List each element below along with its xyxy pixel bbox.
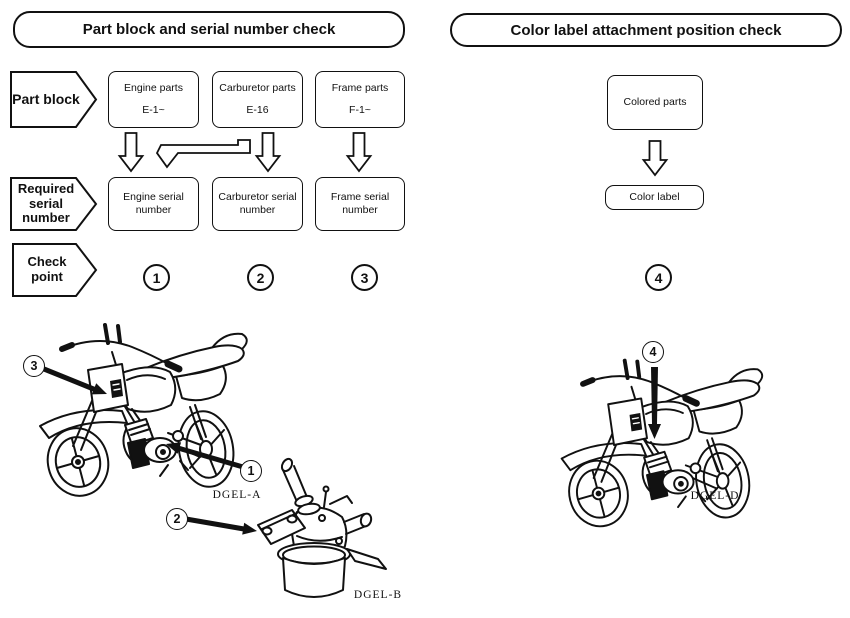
callout-circle-2: 2 bbox=[166, 508, 188, 530]
callout-arrow-1 bbox=[166, 442, 244, 470]
callout-arrow-4 bbox=[648, 367, 661, 439]
caption-bike-right: DGEL-D bbox=[690, 490, 740, 502]
box-carburetor-parts: Carburetor parts E-16 bbox=[212, 71, 303, 128]
check-point-label: Check point bbox=[27, 254, 67, 284]
callout-arrow-2 bbox=[185, 516, 257, 535]
motorcycle-illustration-left bbox=[40, 325, 247, 502]
box-engine-serial-label: Engine serial number bbox=[123, 190, 184, 216]
box-engine-parts-code: E-1~ bbox=[142, 104, 165, 117]
down-arrow-colored-parts bbox=[641, 140, 669, 177]
box-carburetor-parts-code: E-16 bbox=[246, 104, 269, 117]
box-frame-parts: Frame parts F-1~ bbox=[315, 71, 405, 128]
pentagon-shape bbox=[10, 177, 98, 231]
caption-bike-left: DGEL-A bbox=[212, 489, 262, 501]
check-point-3: 3 bbox=[351, 264, 378, 291]
box-carburetor-serial: Carburetor serial number bbox=[212, 177, 303, 231]
box-carburetor-serial-label: Carburetor serial number bbox=[218, 190, 297, 216]
check-point-1: 1 bbox=[143, 264, 170, 291]
right-section-header: Color label attachment position check bbox=[450, 13, 842, 47]
box-engine-serial: Engine serial number bbox=[108, 177, 199, 231]
required-serial-label: Required serial number bbox=[17, 181, 75, 226]
box-engine-parts: Engine parts E-1~ bbox=[108, 71, 199, 128]
row-label-check-point: Check point bbox=[12, 243, 98, 297]
elbow-arrow-carb-to-engine bbox=[155, 139, 251, 169]
box-engine-parts-name: Engine parts bbox=[124, 81, 183, 94]
down-arrow-engine bbox=[117, 132, 145, 173]
check-point-2: 2 bbox=[247, 264, 274, 291]
box-carburetor-parts-name: Carburetor parts bbox=[219, 81, 296, 94]
part-block-label: Part block bbox=[12, 90, 80, 107]
box-frame-parts-code: F-1~ bbox=[349, 104, 371, 117]
down-arrow-carburetor bbox=[254, 132, 282, 173]
left-section-header: Part block and serial number check bbox=[13, 11, 405, 48]
caption-carburetor: DGEL-B bbox=[353, 589, 403, 601]
row-label-required-serial: Required serial number bbox=[10, 177, 98, 231]
motorcycle-illustration-right bbox=[562, 361, 763, 533]
callout-circle-4: 4 bbox=[642, 341, 664, 363]
box-colored-parts: Colored parts bbox=[607, 75, 703, 130]
callout-arrow-3 bbox=[43, 366, 107, 395]
callout-arrows bbox=[43, 366, 661, 535]
box-frame-serial-label: Frame serial number bbox=[330, 190, 390, 216]
check-point-4: 4 bbox=[645, 264, 672, 291]
callout-circle-1: 1 bbox=[240, 460, 262, 482]
box-color-label-label: Color label bbox=[629, 190, 680, 203]
down-arrow-frame bbox=[345, 132, 373, 173]
callout-circle-3: 3 bbox=[23, 355, 45, 377]
box-frame-parts-name: Frame parts bbox=[331, 81, 389, 94]
box-frame-serial: Frame serial number bbox=[315, 177, 405, 231]
box-colored-parts-label: Colored parts bbox=[623, 95, 687, 108]
carburetor-illustration bbox=[257, 457, 387, 598]
pentagon-shape bbox=[12, 243, 98, 297]
pentagon-shape bbox=[10, 71, 98, 128]
row-label-part-block: Part block bbox=[10, 71, 98, 128]
box-color-label: Color label bbox=[605, 185, 704, 210]
